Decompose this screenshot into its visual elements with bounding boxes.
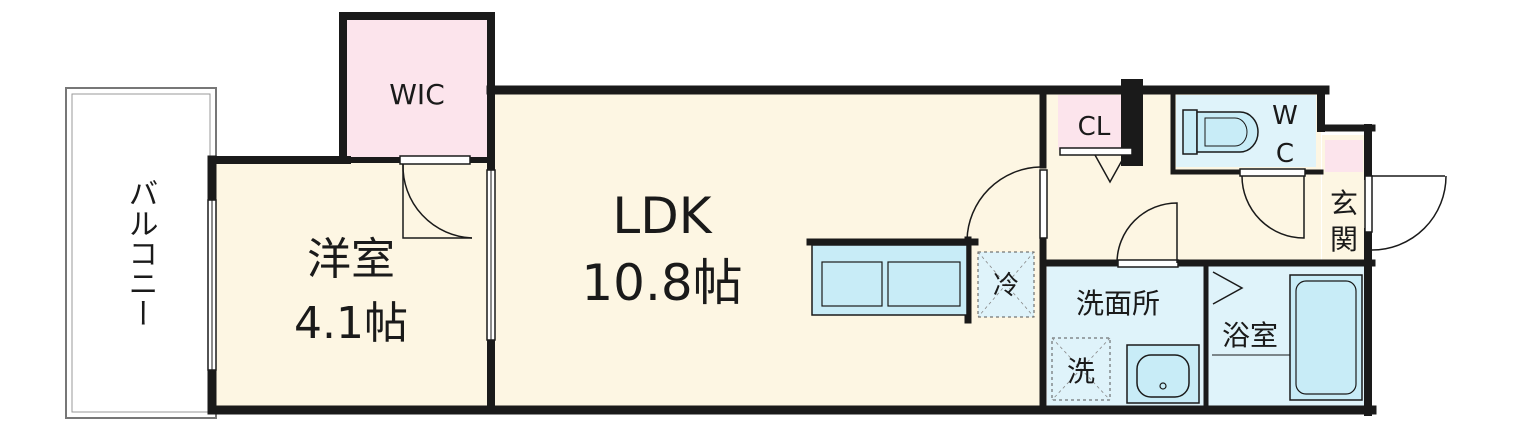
washer-space bbox=[1051, 337, 1111, 401]
western-room-name: 洋室 bbox=[307, 234, 395, 285]
entrance-shoebox bbox=[1325, 140, 1363, 172]
western-room-size: 4.1帖 bbox=[294, 298, 408, 349]
door-swings bbox=[402, 154, 1447, 305]
fridge-label: 冷 bbox=[993, 271, 1019, 301]
balcony bbox=[65, 87, 217, 419]
toilet-label-c: C bbox=[1276, 139, 1294, 169]
washer-label: 洗 bbox=[1067, 355, 1095, 388]
balcony-label: バルコニー bbox=[123, 178, 158, 328]
washroom-label: 洗面所 bbox=[1076, 287, 1160, 320]
ldk-name: LDK bbox=[612, 187, 712, 245]
toilet-label-w: W bbox=[1272, 101, 1298, 131]
toilet-fixture bbox=[1182, 109, 1259, 155]
bathroom-label: 浴室 bbox=[1222, 319, 1278, 352]
bathtub bbox=[1212, 274, 1363, 401]
closet-floor bbox=[1058, 95, 1130, 150]
fridge-space bbox=[977, 251, 1035, 318]
wic-label: WIC bbox=[389, 78, 445, 111]
wic-floor bbox=[347, 20, 487, 163]
ldk-size: 10.8帖 bbox=[581, 254, 742, 312]
entrance-label-1: 玄 bbox=[1330, 187, 1358, 220]
western-room-floor bbox=[215, 163, 487, 408]
entrance-label-2: 関 bbox=[1330, 223, 1358, 256]
windows bbox=[207, 147, 1373, 371]
closet-label: CL bbox=[1078, 112, 1111, 142]
kitchen-counter bbox=[811, 244, 968, 316]
washbasin bbox=[1126, 344, 1200, 404]
